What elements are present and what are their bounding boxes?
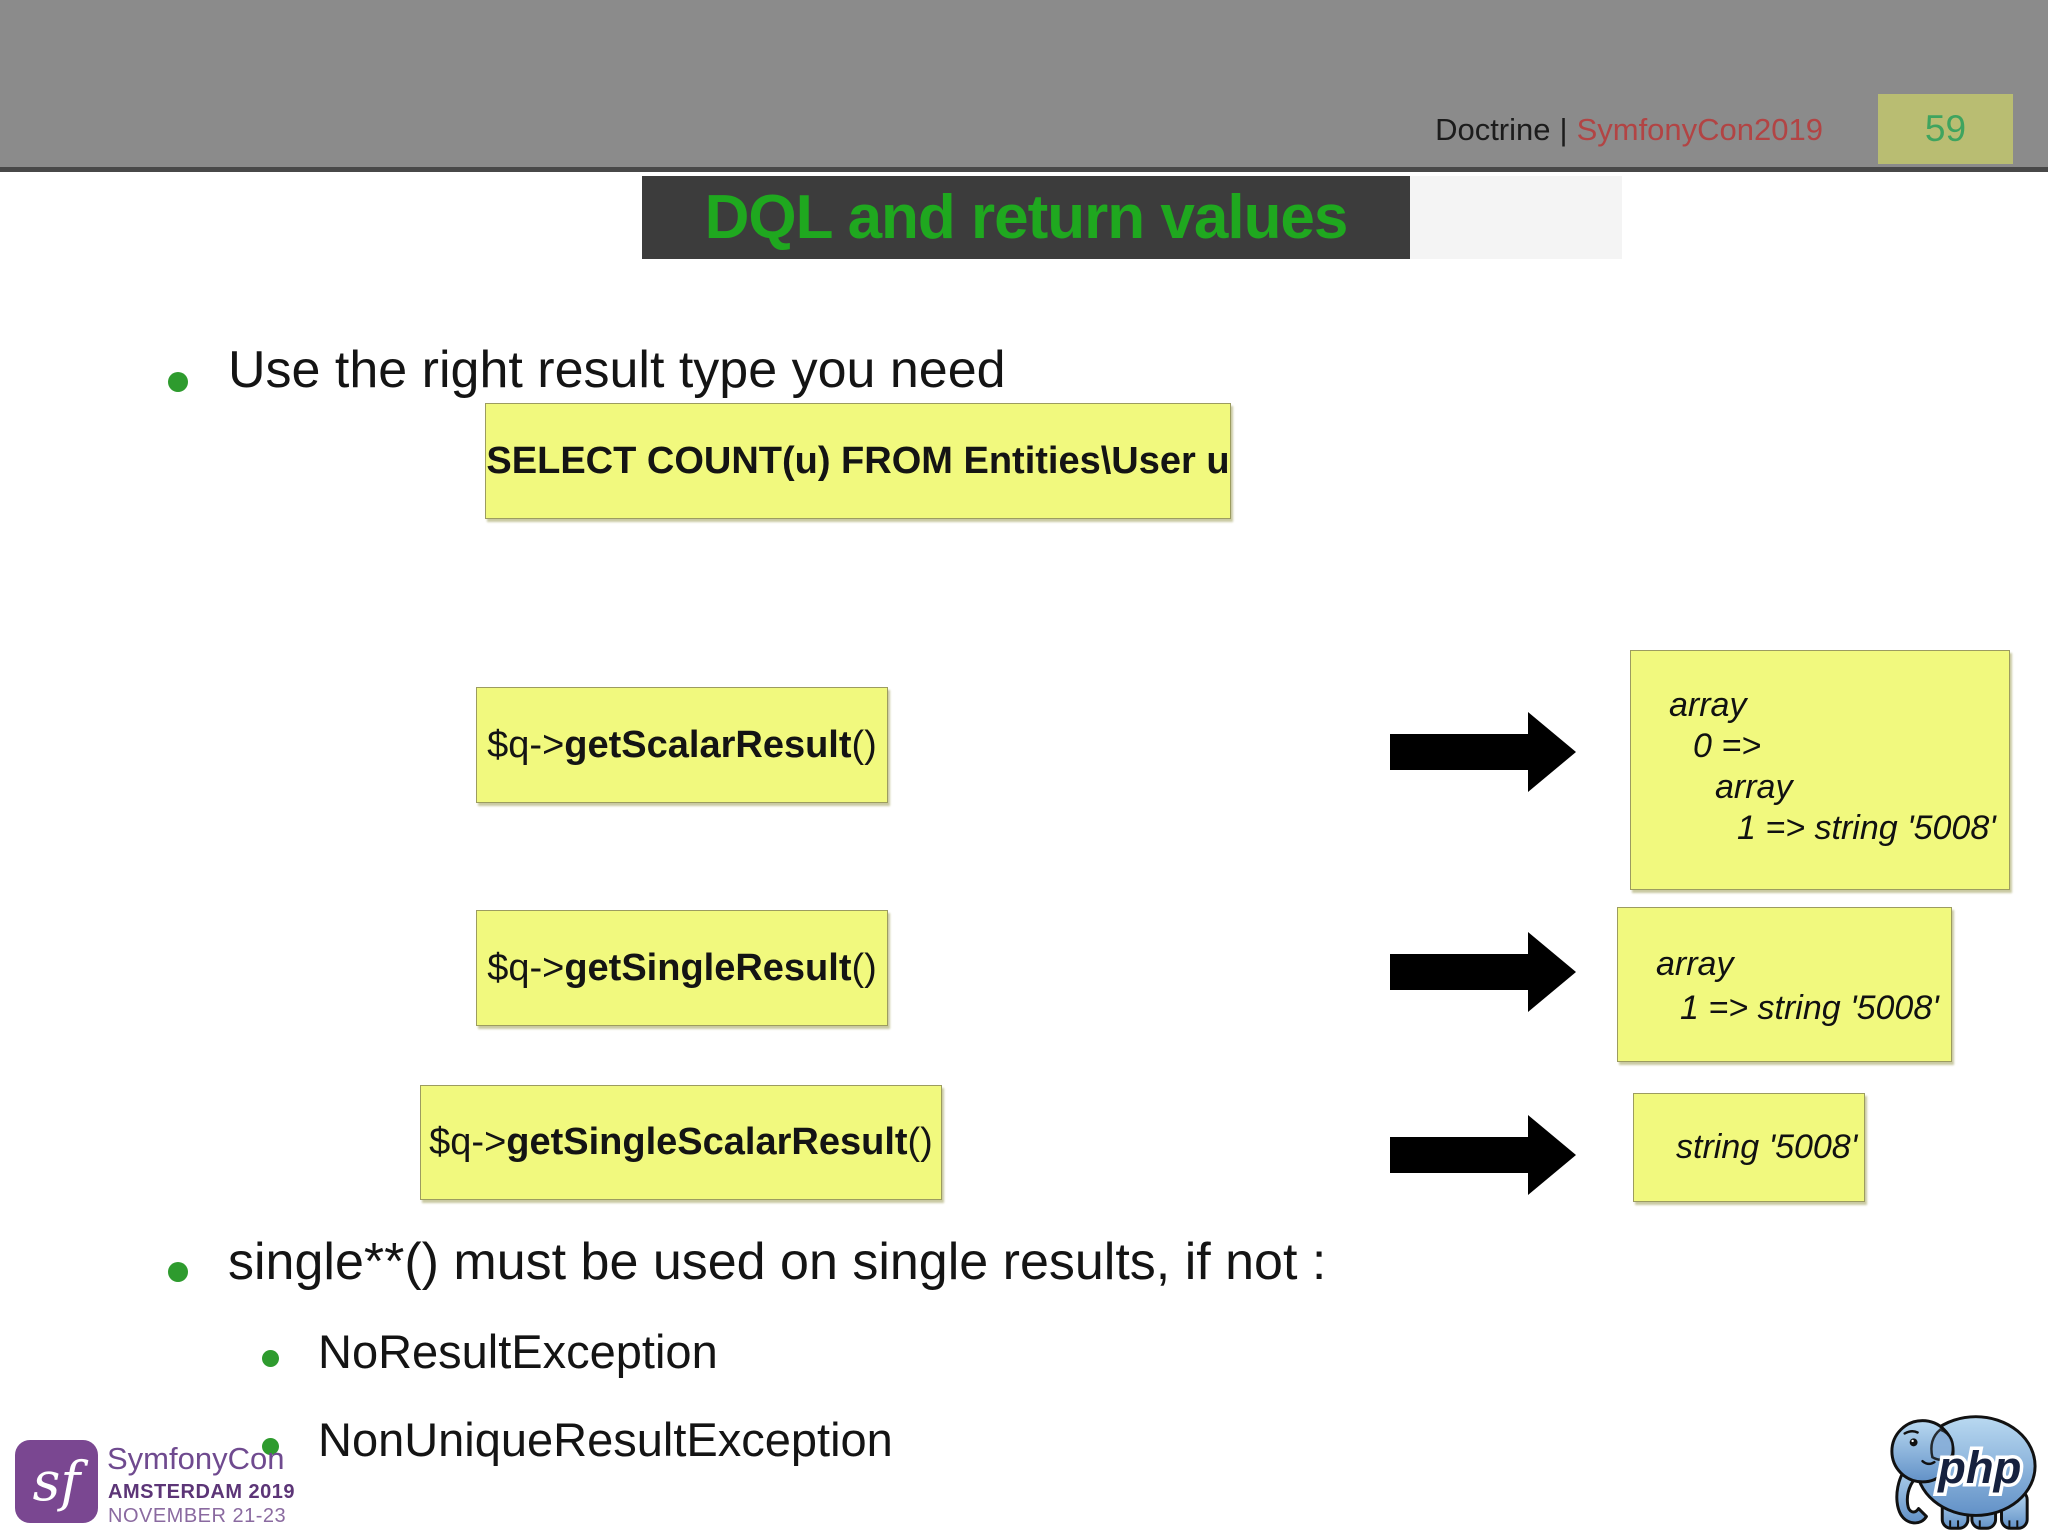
php-elephant-icon: php bbox=[1890, 1415, 2037, 1530]
symfonycon-name: SymfonyCon bbox=[107, 1441, 285, 1476]
sub-bullet-dot bbox=[262, 1438, 279, 1455]
app-name: Doctrine bbox=[1435, 112, 1551, 147]
method-name: getSingleScalarResult bbox=[506, 1121, 908, 1163]
result-line: 1 => string '5008' bbox=[1737, 809, 1996, 847]
symfonycon-logo: sf SymfonyCon AMSTERDAM 2019 NOVEMBER 21… bbox=[15, 1437, 315, 1532]
method-name: getScalarResult bbox=[564, 723, 852, 766]
sub-bullet-1-text: NoResultException bbox=[318, 1325, 718, 1378]
method-suffix: () bbox=[851, 946, 877, 989]
header-bar: Doctrine|SymfonyCon2019 59 bbox=[0, 0, 2048, 172]
result-line: array bbox=[1656, 945, 1734, 983]
bullet-dot bbox=[168, 1262, 188, 1282]
arrow-right-icon bbox=[1390, 1115, 1576, 1195]
bullet-2-text: single**() must be used on single result… bbox=[228, 1233, 1327, 1291]
symfony-sf-icon: sf bbox=[15, 1440, 98, 1523]
sub-bullet-2-text: NonUniqueResultException bbox=[318, 1413, 893, 1466]
result-box-single-scalar: string '5008' bbox=[1633, 1093, 1865, 1202]
result-line: string '5008' bbox=[1676, 1128, 1858, 1166]
result-line: array bbox=[1715, 768, 1793, 806]
method-box-getSingleResult: $q->getSingleResult() bbox=[476, 910, 888, 1026]
breadcrumb: Doctrine|SymfonyCon2019 bbox=[1435, 112, 1823, 148]
sub-bullet-dot bbox=[262, 1350, 279, 1367]
method-name: getSingleResult bbox=[564, 946, 852, 989]
symfonycon-dates: NOVEMBER 21-23 bbox=[108, 1505, 287, 1527]
method-box-getSingleScalarResult: $q->getSingleScalarResult() bbox=[420, 1085, 942, 1200]
method-prefix: $q-> bbox=[487, 946, 565, 989]
method-prefix: $q-> bbox=[487, 723, 565, 766]
result-line: array bbox=[1669, 686, 1747, 724]
arrow-right-icon bbox=[1390, 932, 1576, 1012]
method-box-getScalarResult: $q->getScalarResult() bbox=[476, 687, 888, 803]
breadcrumb-separator: | bbox=[1559, 112, 1568, 147]
result-line: 1 => string '5008' bbox=[1680, 989, 1939, 1027]
result-line: 0 => bbox=[1693, 727, 1762, 765]
method-suffix: () bbox=[907, 1121, 933, 1163]
page-number-badge: 59 bbox=[1878, 94, 2013, 164]
dql-query-box: SELECT COUNT(u) FROM Entities\User u bbox=[485, 403, 1231, 519]
php-logo-label: php bbox=[1937, 1442, 2021, 1493]
symfonycon-location: AMSTERDAM 2019 bbox=[108, 1481, 296, 1503]
result-box-single: array 1 => string '5008' bbox=[1617, 907, 1952, 1062]
method-suffix: () bbox=[851, 723, 877, 766]
result-box-scalar: array 0 => array 1 => string '5008' bbox=[1630, 650, 2010, 890]
page-title: DQL and return values bbox=[642, 176, 1410, 259]
method-prefix: $q-> bbox=[429, 1121, 507, 1163]
title-side-panel bbox=[1409, 176, 1622, 259]
conference-name: SymfonyCon2019 bbox=[1576, 112, 1823, 147]
arrow-right-icon bbox=[1390, 712, 1576, 792]
bullet-1-text: Use the right result type you need bbox=[228, 341, 1006, 399]
bullet-dot bbox=[168, 372, 188, 392]
